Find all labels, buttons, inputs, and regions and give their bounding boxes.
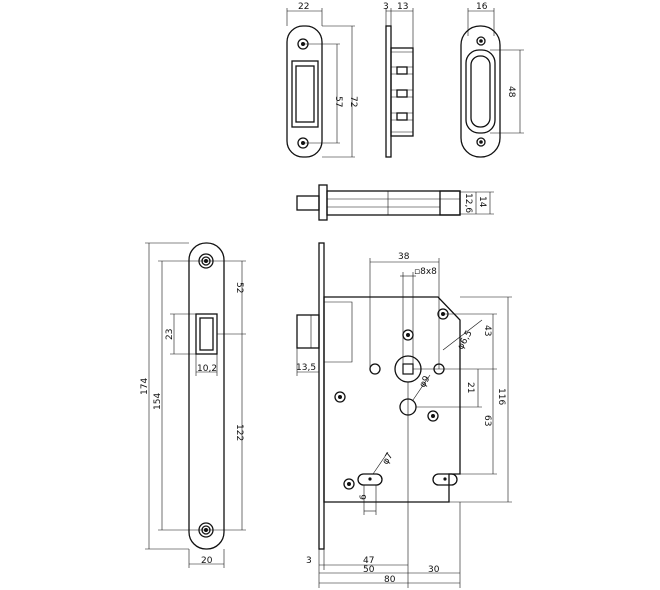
faceplate-front-view: 52 122 23 10,2 174 154 20 bbox=[140, 242, 246, 568]
strike-depth-label: 13 bbox=[397, 2, 408, 12]
strike-side-view: 3 13 bbox=[383, 2, 414, 158]
strike-hole-spacing-label: 57 bbox=[333, 96, 343, 107]
strike-box-front-view: 16 48 bbox=[460, 2, 524, 158]
faceplate-width-label: 20 bbox=[201, 556, 213, 566]
strike-plate-front-view: 22 57 72 bbox=[286, 2, 358, 158]
strike-width-label: 22 bbox=[298, 2, 309, 12]
lock-body-side-view: 13,5 38 ▫8x8 φ6,5 φ9 43 63 21 116 bbox=[296, 242, 512, 588]
dimension-47-label: 47 bbox=[363, 556, 374, 566]
hole-d7-label: φ7 bbox=[381, 451, 395, 466]
body-depth-label: 80 bbox=[384, 575, 396, 585]
latch-opening bbox=[195, 313, 218, 355]
dimension-43-label: 43 bbox=[482, 325, 492, 336]
faceplate-hole-spacing-label: 154 bbox=[153, 393, 163, 410]
front-thickness-label: 3 bbox=[306, 556, 312, 566]
lock-top-view: 12,6 14 bbox=[296, 184, 494, 221]
height-116-label: 116 bbox=[496, 388, 506, 405]
strike-box-width-label: 16 bbox=[476, 2, 488, 12]
strike-box-opening-label: 48 bbox=[506, 86, 516, 98]
dimension-21-label: 21 bbox=[465, 382, 475, 393]
dimension-38-label: 38 bbox=[398, 252, 410, 262]
spindle-square-label: ▫8x8 bbox=[414, 267, 437, 277]
latch-opening-label: 23 bbox=[165, 329, 175, 340]
latch-height-label-a: 12,6 bbox=[463, 193, 473, 213]
hole-d65-label: φ6,5 bbox=[456, 329, 475, 352]
dimension-30-label: 30 bbox=[428, 565, 440, 575]
slot-width-label: 6 bbox=[359, 494, 369, 500]
latch-height-label-b: 14 bbox=[477, 196, 487, 208]
strike-length-label: 72 bbox=[348, 96, 358, 107]
latch-projection-label: 13,5 bbox=[296, 363, 316, 373]
faceplate-upper-distance-label: 52 bbox=[234, 282, 244, 293]
faceplate-total-length-label: 174 bbox=[140, 378, 150, 395]
dimension-63-label: 63 bbox=[482, 415, 492, 426]
faceplate-lower-distance-label: 122 bbox=[234, 424, 244, 441]
dimension-50-label: 50 bbox=[363, 565, 375, 575]
strike-thickness-label: 3 bbox=[383, 2, 389, 12]
latch-width-label: 10,2 bbox=[197, 364, 217, 374]
fixing-slots bbox=[357, 473, 458, 486]
lock-forend bbox=[318, 242, 325, 550]
latch-bolt bbox=[296, 314, 320, 349]
hole-d9-label: φ9 bbox=[418, 374, 433, 389]
